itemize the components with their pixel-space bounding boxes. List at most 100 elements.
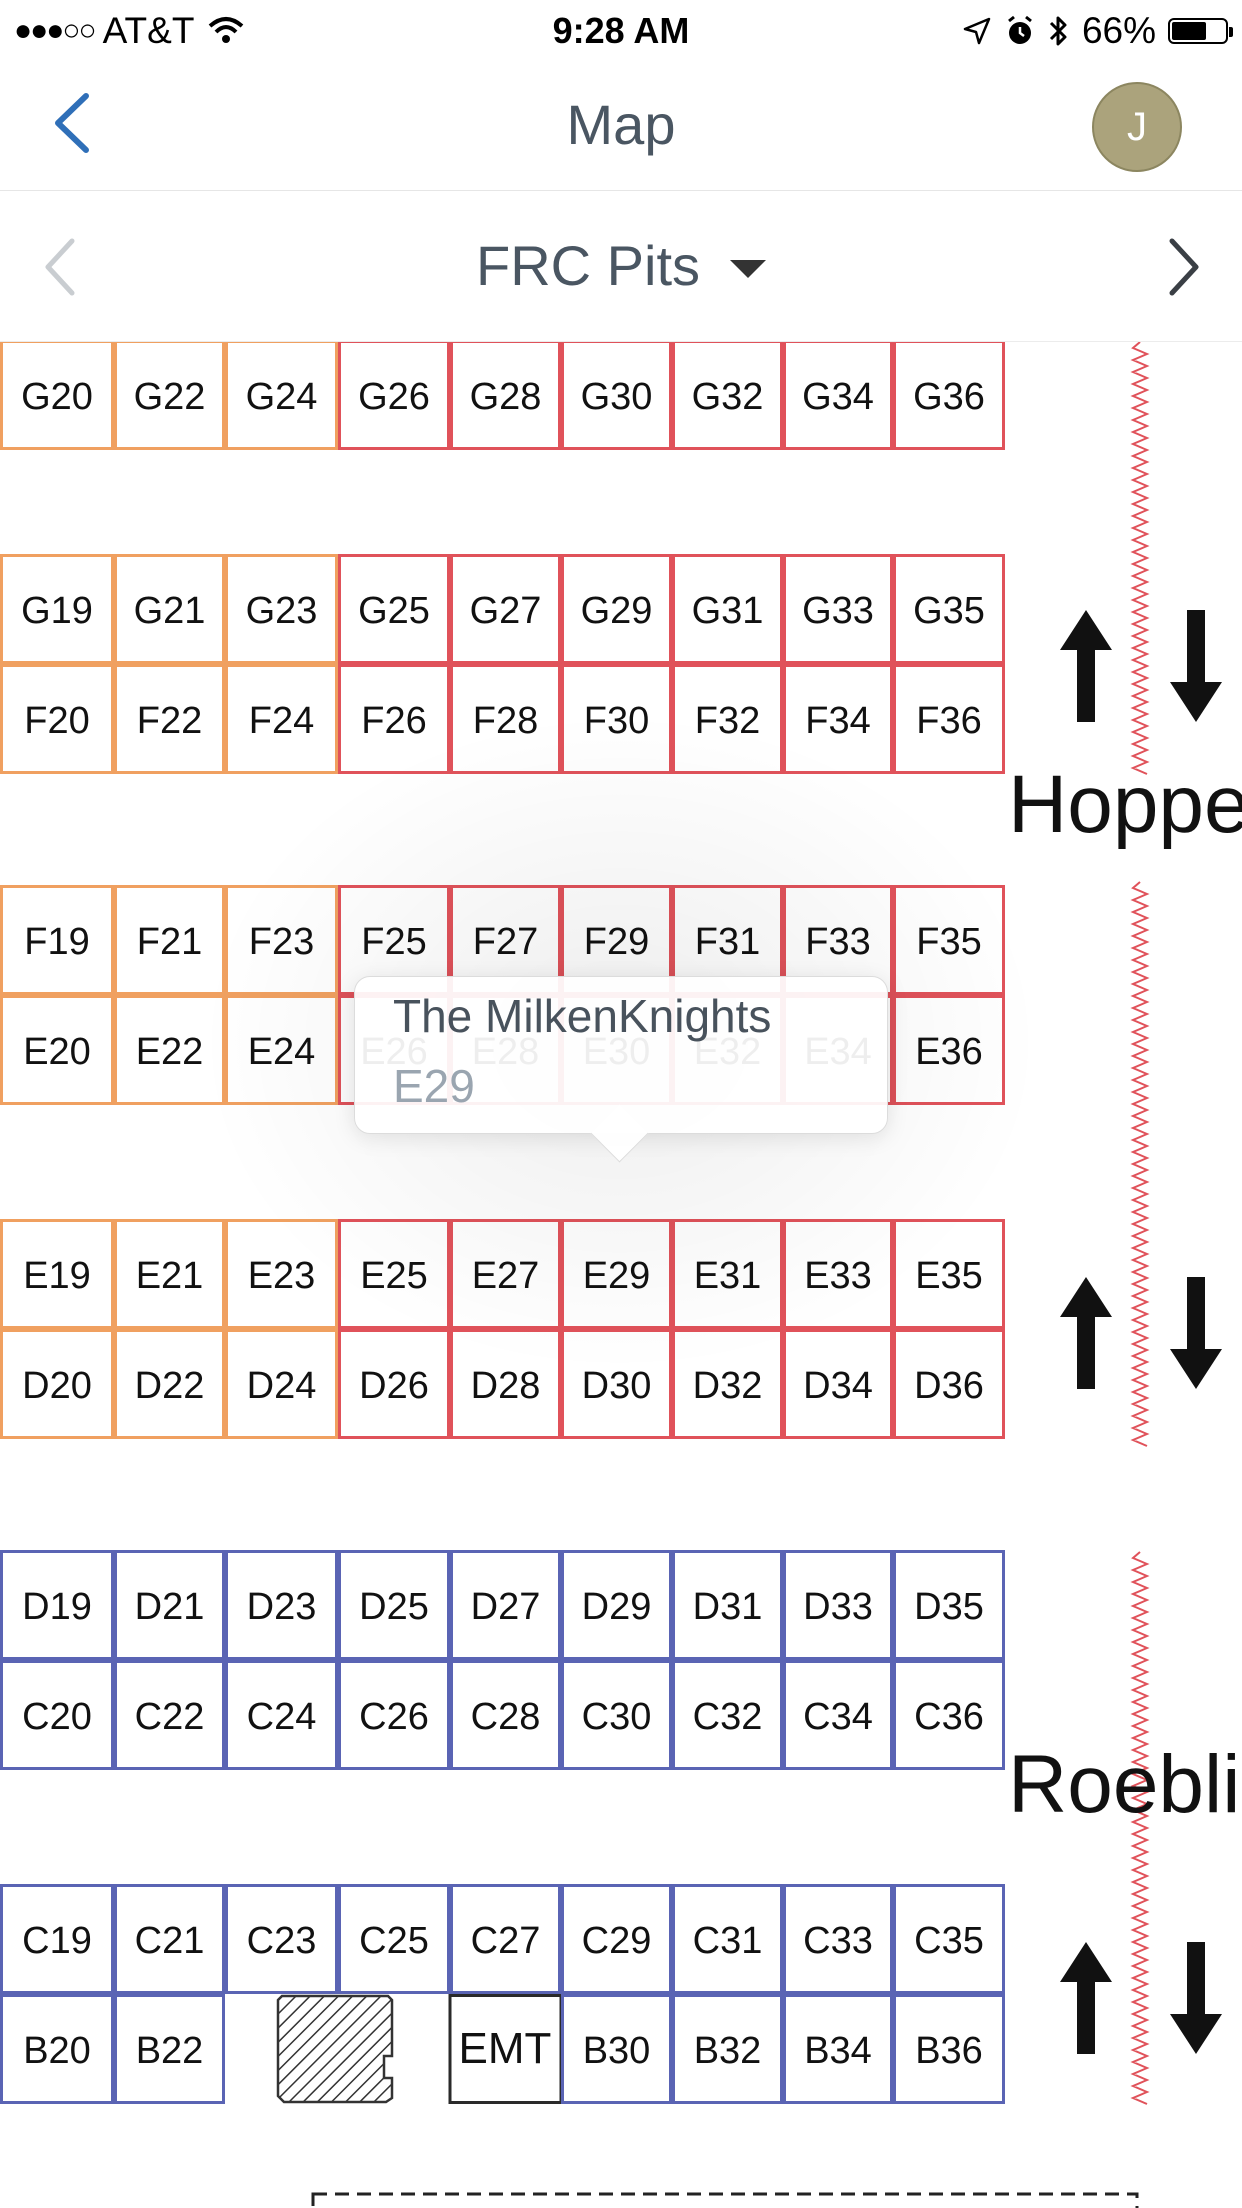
pit-cell[interactable]: D35 (893, 1550, 1005, 1660)
pit-cell[interactable]: F29 (561, 885, 672, 995)
pit-cell[interactable]: D24 (225, 1329, 338, 1439)
pit-cell[interactable]: D19 (0, 1550, 114, 1660)
pit-cell[interactable]: C29 (561, 1884, 672, 1994)
pit-cell[interactable]: D34 (783, 1329, 893, 1439)
pit-cell[interactable]: E33 (783, 1219, 893, 1329)
pit-cell[interactable]: F20 (0, 664, 114, 774)
pit-cell[interactable]: F31 (672, 885, 783, 995)
pit-cell[interactable]: E35 (893, 1219, 1005, 1329)
pit-cell[interactable]: E20 (0, 995, 114, 1105)
pit-cell[interactable]: C23 (225, 1884, 338, 1994)
pit-cell[interactable]: G23 (225, 554, 338, 664)
pit-cell[interactable]: D20 (0, 1329, 114, 1439)
pit-cell[interactable]: E29 (561, 1219, 672, 1329)
pit-cell[interactable]: E22 (114, 995, 225, 1105)
pit-cell[interactable]: G33 (783, 554, 893, 664)
pit-cell[interactable]: F25 (338, 885, 450, 995)
pit-cell[interactable]: C28 (450, 1660, 561, 1770)
pit-cell[interactable]: G22 (114, 342, 225, 450)
pit-cell[interactable]: F19 (0, 885, 114, 995)
pit-cell[interactable]: B32 (672, 1994, 783, 2104)
pit-cell[interactable]: G36 (893, 342, 1005, 450)
pit-cell[interactable]: G28 (450, 342, 561, 450)
pit-cell[interactable]: C25 (338, 1884, 450, 1994)
team-popup[interactable]: The MilkenKnights E29 (354, 976, 888, 1163)
pit-cell[interactable]: D26 (338, 1329, 450, 1439)
pit-cell[interactable]: F36 (893, 664, 1005, 774)
pit-cell[interactable]: D32 (672, 1329, 783, 1439)
pit-cell[interactable]: C35 (893, 1884, 1005, 1994)
pit-cell[interactable]: F34 (783, 664, 893, 774)
pit-cell[interactable]: F26 (338, 664, 450, 774)
pit-cell[interactable]: D28 (450, 1329, 561, 1439)
pit-cell[interactable]: G25 (338, 554, 450, 664)
user-avatar[interactable]: J (1092, 82, 1182, 172)
pit-cell[interactable]: D25 (338, 1550, 450, 1660)
pit-cell[interactable]: E24 (225, 995, 338, 1105)
pit-cell[interactable]: G35 (893, 554, 1005, 664)
pit-cell[interactable]: C26 (338, 1660, 450, 1770)
pit-cell[interactable]: G20 (0, 342, 114, 450)
pit-cell[interactable]: C36 (893, 1660, 1005, 1770)
pit-cell[interactable]: F32 (672, 664, 783, 774)
pit-cell[interactable]: D23 (225, 1550, 338, 1660)
pit-cell[interactable]: F33 (783, 885, 893, 995)
pit-cell[interactable]: F22 (114, 664, 225, 774)
pit-cell[interactable]: E21 (114, 1219, 225, 1329)
pit-cell[interactable]: G32 (672, 342, 783, 450)
pit-cell[interactable]: D30 (561, 1329, 672, 1439)
pit-cell[interactable]: G27 (450, 554, 561, 664)
pit-cell[interactable]: D36 (893, 1329, 1005, 1439)
pit-cell[interactable]: D29 (561, 1550, 672, 1660)
pit-cell[interactable]: E25 (338, 1219, 450, 1329)
pit-cell[interactable]: C19 (0, 1884, 114, 1994)
pit-cell[interactable]: C33 (783, 1884, 893, 1994)
map-dropdown[interactable]: FRC Pits (0, 233, 1242, 298)
previous-map-chevron-icon[interactable] (40, 235, 80, 299)
pit-cell[interactable]: F27 (450, 885, 561, 995)
pit-cell[interactable]: C31 (672, 1884, 783, 1994)
pit-cell[interactable]: D27 (450, 1550, 561, 1660)
next-map-chevron-icon[interactable] (1164, 235, 1204, 299)
pit-cell[interactable]: D31 (672, 1550, 783, 1660)
pit-cell[interactable]: G26 (338, 342, 450, 450)
pit-cell[interactable]: C34 (783, 1660, 893, 1770)
pit-cell[interactable]: G34 (783, 342, 893, 450)
pit-cell[interactable]: C27 (450, 1884, 561, 1994)
pit-cell[interactable]: C32 (672, 1660, 783, 1770)
back-chevron-icon[interactable] (46, 90, 96, 156)
pit-cell[interactable]: E36 (893, 995, 1005, 1105)
pit-cell[interactable]: F21 (114, 885, 225, 995)
pit-cell[interactable]: F24 (225, 664, 338, 774)
pit-cell[interactable]: D21 (114, 1550, 225, 1660)
pit-cell[interactable]: E23 (225, 1219, 338, 1329)
pit-cell[interactable]: C24 (225, 1660, 338, 1770)
pit-cell[interactable]: F28 (450, 664, 561, 774)
pit-cell[interactable]: C20 (0, 1660, 114, 1770)
pit-cell[interactable]: D22 (114, 1329, 225, 1439)
pit-cell[interactable]: D33 (783, 1550, 893, 1660)
pit-cell[interactable]: F23 (225, 885, 338, 995)
pit-cell[interactable]: B22 (114, 1994, 225, 2104)
pit-cell[interactable]: E27 (450, 1219, 561, 1329)
pit-cell[interactable]: F30 (561, 664, 672, 774)
pit-cell[interactable]: C30 (561, 1660, 672, 1770)
pit-label: G32 (692, 376, 764, 418)
pit-cell[interactable]: F35 (893, 885, 1005, 995)
pit-cell[interactable]: G19 (0, 554, 114, 664)
pit-cell[interactable]: C21 (114, 1884, 225, 1994)
pit-cell[interactable]: E31 (672, 1219, 783, 1329)
pit-cell[interactable]: G31 (672, 554, 783, 664)
pit-cell[interactable]: G30 (561, 342, 672, 450)
pit-cell[interactable]: G21 (114, 554, 225, 664)
pit-cell[interactable]: C22 (114, 1660, 225, 1770)
pit-cell[interactable]: G29 (561, 554, 672, 664)
pit-cell[interactable]: B30 (561, 1994, 672, 2104)
pit-cell[interactable]: G24 (225, 342, 338, 450)
pit-cell[interactable]: E19 (0, 1219, 114, 1329)
pit-cell[interactable]: B36 (893, 1994, 1005, 2104)
pit-cell[interactable]: B34 (783, 1994, 893, 2104)
pit-cell[interactable]: B20 (0, 1994, 114, 2104)
